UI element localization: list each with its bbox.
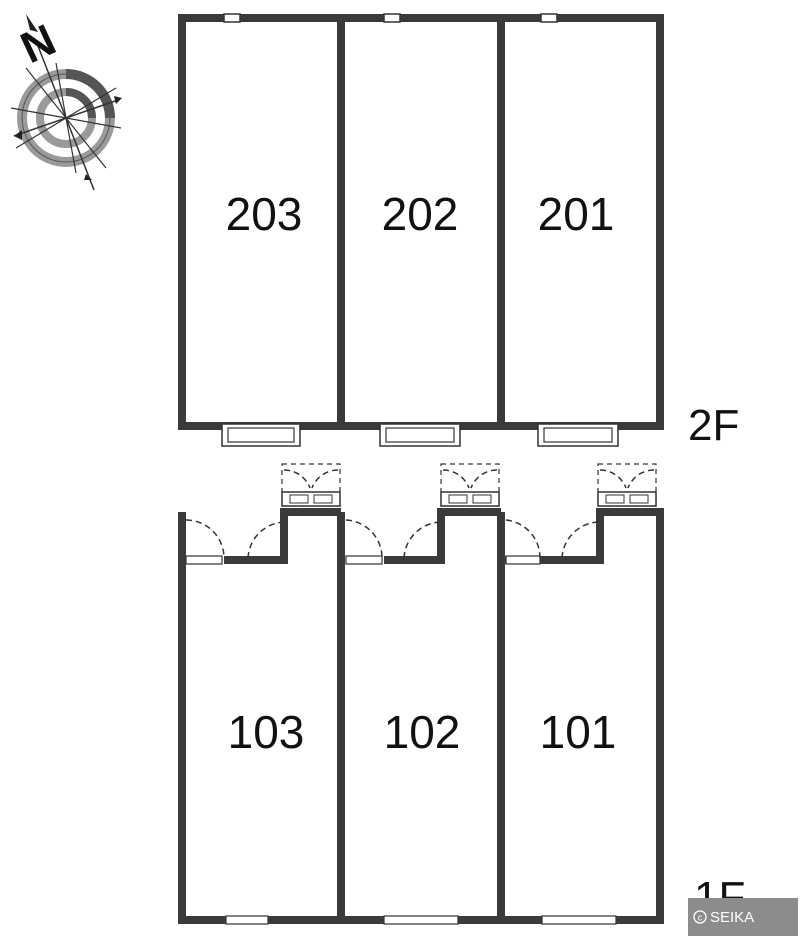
floor-2f-plan: 203 202 201 2F	[178, 13, 739, 450]
balcony-icon	[221, 423, 301, 447]
balcony-icon	[379, 423, 461, 447]
compass-rose-icon	[10, 14, 122, 191]
meter-box-icon	[440, 463, 500, 507]
svg-text:c: c	[698, 913, 703, 923]
balcony-icon	[537, 423, 619, 447]
door-swing-icon	[505, 519, 541, 559]
copyright-badge: c SEIKA	[688, 898, 798, 936]
window-icon	[541, 915, 617, 925]
room-103-label: 103	[228, 706, 305, 758]
meter-box-icon	[281, 463, 341, 507]
door-swing-icon	[185, 519, 225, 559]
window-icon	[225, 915, 269, 925]
room-101-label: 101	[540, 706, 617, 758]
door-swing-icon	[561, 521, 601, 559]
door-swing-icon	[247, 521, 285, 559]
copyright-text: SEIKA	[710, 909, 754, 926]
window-icon	[383, 915, 459, 925]
vent-icon	[223, 13, 241, 23]
door-swing-icon	[345, 519, 383, 559]
room-102-label: 102	[384, 706, 461, 758]
floor-2f-label: 2F	[688, 401, 739, 450]
floor-1f-plan: 103 102 101 1F	[178, 463, 745, 925]
copyright-icon	[693, 910, 707, 924]
room-201-label: 201	[538, 188, 615, 240]
room-203-label: 203	[226, 188, 303, 240]
compass-north-label: N	[14, 15, 64, 73]
vent-icon	[540, 13, 558, 23]
north-arrow-icon	[26, 14, 38, 32]
meter-box-icon	[597, 463, 657, 507]
door-swing-icon	[403, 521, 442, 559]
room-202-label: 202	[382, 188, 459, 240]
vent-icon	[383, 13, 401, 23]
